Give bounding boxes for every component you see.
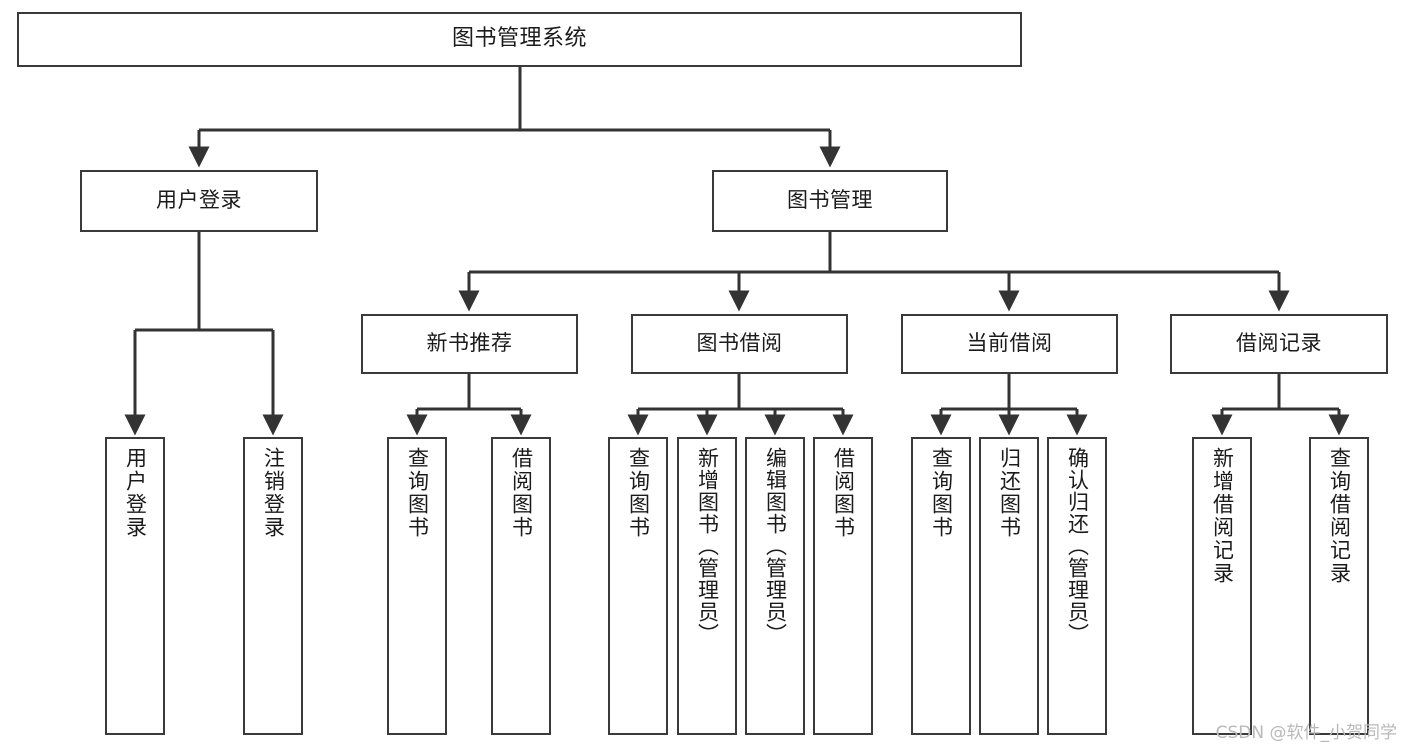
node-label: 查询图书 [626, 447, 651, 539]
node-book-manage[interactable]: 图书管理 [712, 170, 948, 232]
node-label: 图书管理 [787, 188, 873, 213]
node-label: 新增借阅记录 [1210, 447, 1235, 585]
node-user-login[interactable]: 用户登录 [80, 170, 318, 232]
node-borrow-record[interactable]: 借阅记录 [1170, 314, 1388, 374]
node-leaf-add-borrow-record[interactable]: 新增借阅记录 [1192, 437, 1252, 735]
connectors-bookborrow-to-leaves [627, 374, 854, 436]
node-label: 注销登录 [261, 447, 286, 539]
node-label: 归还图书 [997, 447, 1022, 539]
node-label: 查询借阅记录 [1327, 447, 1352, 585]
node-label: 新增图书（管理员） [695, 447, 720, 645]
connectors-root-to-level2 [188, 67, 841, 168]
node-label: 新书推荐 [426, 331, 513, 356]
node-label: 确认归还（管理员） [1065, 447, 1090, 645]
node-leaf-add-book[interactable]: 新增图书（管理员） [677, 437, 737, 735]
node-book-management-system[interactable]: 图书管理系统 [17, 12, 1022, 67]
node-leaf-return-book[interactable]: 归还图书 [979, 437, 1039, 735]
node-leaf-borrow-book[interactable]: 借阅图书 [813, 437, 873, 735]
connectors-newbook-to-leaves [406, 374, 532, 436]
node-label: 查询图书 [929, 447, 954, 539]
node-leaf-query-book-current[interactable]: 查询图书 [911, 437, 971, 735]
node-label: 借阅记录 [1236, 331, 1322, 356]
node-label: 查询图书 [405, 447, 430, 539]
connectors-currentborrow-to-leaves [930, 374, 1088, 436]
node-leaf-logout-login[interactable]: 注销登录 [243, 437, 303, 735]
node-leaf-borrow-book-recommend[interactable]: 借阅图书 [491, 437, 551, 735]
node-leaf-query-borrow-record[interactable]: 查询借阅记录 [1309, 437, 1369, 735]
node-new-book-recommend[interactable]: 新书推荐 [361, 314, 578, 374]
node-leaf-query-book-recommend[interactable]: 查询图书 [387, 437, 447, 735]
node-leaf-user-login[interactable]: 用户登录 [105, 437, 165, 735]
node-label: 图书借阅 [696, 331, 783, 356]
connectors-borrowrecord-to-leaves [1211, 374, 1350, 436]
node-leaf-confirm-return[interactable]: 确认归还（管理员） [1047, 437, 1107, 735]
node-label: 借阅图书 [509, 447, 534, 539]
node-label: 用户登录 [123, 447, 148, 539]
node-book-borrow[interactable]: 图书借阅 [631, 314, 848, 374]
node-leaf-query-book-borrow[interactable]: 查询图书 [608, 437, 668, 735]
node-label: 编辑图书（管理员） [763, 447, 788, 645]
node-current-borrow[interactable]: 当前借阅 [901, 314, 1118, 374]
node-leaf-edit-book[interactable]: 编辑图书（管理员） [745, 437, 805, 735]
connectors-userlogin-to-leaves [124, 232, 284, 436]
node-label: 借阅图书 [831, 447, 856, 539]
node-label: 用户登录 [156, 188, 242, 213]
node-label: 当前借阅 [966, 331, 1053, 356]
connectors-bookmanage-to-level3 [458, 232, 1290, 312]
node-label: 图书管理系统 [451, 26, 587, 52]
